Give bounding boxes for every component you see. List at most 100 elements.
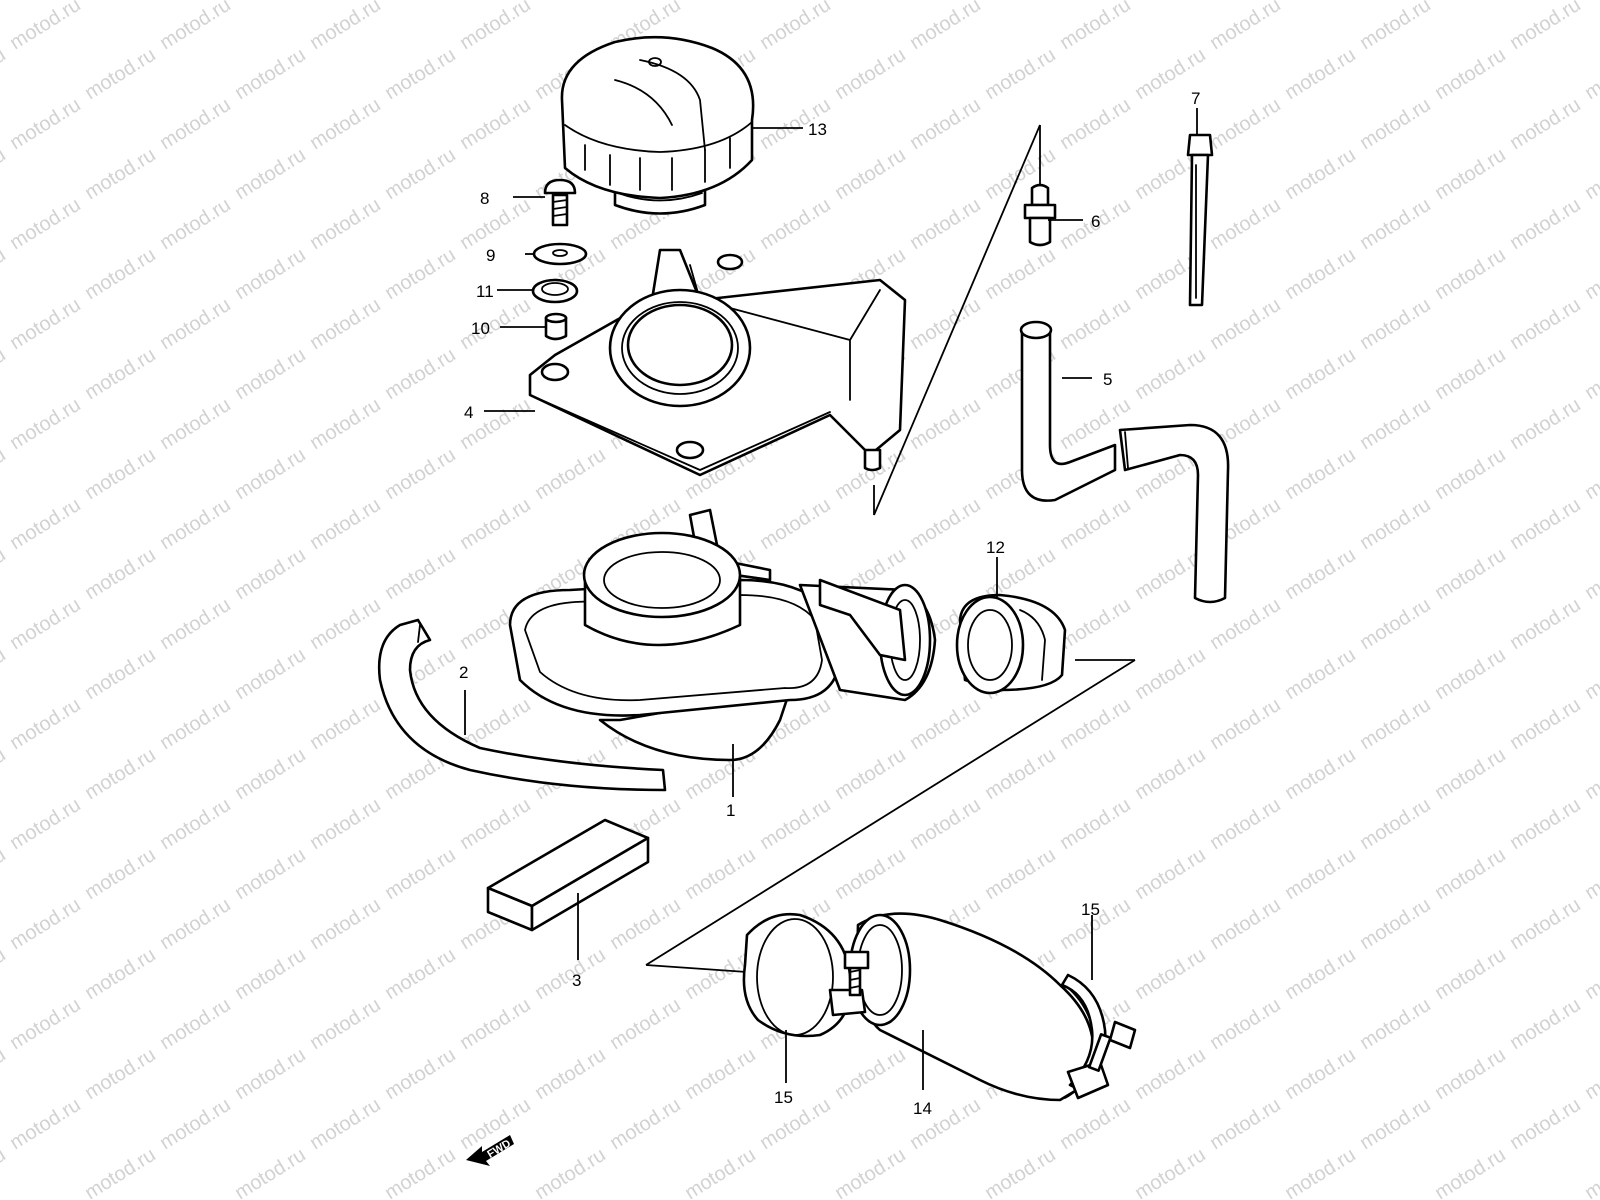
watermark-text: motod.ru — [1131, 944, 1210, 1004]
watermark-text: motod.ru — [756, 1094, 835, 1154]
watermark-text: motod.ru — [1281, 144, 1360, 204]
watermark-text: motod.ru — [381, 144, 460, 204]
watermark-text: motod.ru — [81, 944, 160, 1004]
watermark-text: motod.ru — [1581, 544, 1600, 604]
watermark-text: motod.ru — [1281, 0, 1360, 4]
watermark-text: motod.ru — [0, 44, 10, 104]
watermark-text: motod.ru — [1431, 544, 1510, 604]
watermark-text: motod.ru — [1356, 394, 1435, 454]
watermark-text: motod.ru — [531, 1144, 610, 1200]
callout-11: 11 — [476, 282, 494, 301]
watermark-text: motod.ru — [6, 694, 85, 754]
callout-5: 5 — [1103, 370, 1112, 389]
watermark-text: motod.ru — [381, 44, 460, 104]
watermark-text: motod.ru — [1056, 1194, 1135, 1200]
watermark-text: motod.ru — [456, 294, 535, 354]
watermark-text: motod.ru — [381, 244, 460, 304]
watermark-text: motod.ru — [1281, 1044, 1360, 1104]
watermark-text: motod.ru — [6, 1094, 85, 1154]
watermark-text: motod.ru — [906, 0, 985, 54]
watermark-text: motod.ru — [606, 994, 685, 1054]
watermark-text: motod.ru — [381, 0, 460, 4]
watermark-text: motod.ru — [1506, 694, 1585, 754]
watermark-text: motod.ru — [531, 444, 610, 504]
watermark-text: motod.ru — [6, 594, 85, 654]
callout-3: 3 — [572, 971, 581, 990]
callout-2: 2 — [459, 663, 468, 682]
watermark-text: motod.ru — [1206, 94, 1285, 154]
watermark-text: motod.ru — [1581, 944, 1600, 1004]
watermark-text: motod.ru — [1131, 744, 1210, 804]
watermark-text: motod.ru — [1506, 0, 1585, 54]
watermark-text: motod.ru — [1206, 194, 1285, 254]
watermark-text: motod.ru — [1281, 944, 1360, 1004]
watermark-text: motod.ru — [306, 494, 385, 554]
watermark-text: motod.ru — [156, 294, 235, 354]
watermark-text: motod.ru — [306, 894, 385, 954]
mounting-bracket — [528, 248, 907, 477]
watermark-text: motod.ru — [6, 94, 85, 154]
watermark-text: motod.ru — [531, 1044, 610, 1104]
watermark-text: motod.ru — [231, 0, 310, 4]
watermark-text: motod.ru — [1206, 694, 1285, 754]
watermark-text: motod.ru — [1056, 1094, 1135, 1154]
watermark-text: motod.ru — [0, 1144, 10, 1200]
watermark-text: motod.ru — [1206, 594, 1285, 654]
watermark-text: motod.ru — [81, 744, 160, 804]
watermark-text: motod.ru — [756, 1194, 835, 1200]
watermark-text: motod.ru — [456, 94, 535, 154]
watermark-text: motod.ru — [756, 0, 835, 54]
watermark-text: motod.ru — [381, 544, 460, 604]
watermark-text: motod.ru — [1206, 1194, 1285, 1200]
watermark-text: motod.ru — [81, 344, 160, 404]
hose-joint — [1023, 183, 1057, 247]
watermark-text: motod.ru — [381, 844, 460, 904]
watermark-text: motod.ru — [681, 0, 760, 4]
watermark-text: motod.ru — [0, 844, 10, 904]
watermark-text: motod.ru — [1131, 844, 1210, 904]
watermark-text: motod.ru — [1506, 194, 1585, 254]
sleeve — [955, 593, 1067, 695]
watermark-text: motod.ru — [156, 494, 235, 554]
watermark-text: motod.ru — [456, 0, 535, 54]
filler-cap — [560, 35, 755, 215]
watermark-text: motod.ru — [1356, 894, 1435, 954]
watermark-text: motod.ru — [981, 844, 1060, 904]
watermark-text: motod.ru — [681, 1044, 760, 1104]
watermark-text: motod.ru — [81, 0, 160, 4]
watermark-text: motod.ru — [1431, 44, 1510, 104]
watermark-text: motod.ru — [156, 1094, 235, 1154]
watermark-text: motod.ru — [306, 194, 385, 254]
watermark-text: motod.ru — [906, 1194, 985, 1200]
watermark-text: motod.ru — [1356, 994, 1435, 1054]
watermark-text: motod.ru — [1581, 1044, 1600, 1104]
watermark-text: motod.ru — [981, 1144, 1060, 1200]
watermark-text: motod.ru — [831, 1044, 910, 1104]
watermark-text: motod.ru — [231, 144, 310, 204]
watermark-text: motod.ru — [756, 494, 835, 554]
hose-clamp-right — [1060, 973, 1137, 1100]
watermark-text: motod.ru — [231, 744, 310, 804]
watermark-text: motod.ru — [756, 194, 835, 254]
callout-7: 7 — [1191, 89, 1200, 108]
watermark-text: motod.ru — [1131, 0, 1210, 4]
callout-15-right: 15 — [1081, 900, 1100, 919]
watermark-text: motod.ru — [906, 94, 985, 154]
watermark-text: motod.ru — [6, 0, 85, 54]
watermark-text: motod.ru — [381, 1144, 460, 1200]
watermark-text: motod.ru — [156, 394, 235, 454]
watermark-text: motod.ru — [306, 694, 385, 754]
watermark-text: motod.ru — [6, 194, 85, 254]
watermark-text: motod.ru — [1581, 744, 1600, 804]
watermark-text: motod.ru — [1506, 394, 1585, 454]
watermark-text: motod.ru — [906, 294, 985, 354]
watermark-text: motod.ru — [381, 444, 460, 504]
watermark-text: motod.ru — [1206, 894, 1285, 954]
watermark-text: motod.ru — [606, 1094, 685, 1154]
watermark-text: motod.ru — [1506, 494, 1585, 554]
watermark-text: motod.ru — [306, 594, 385, 654]
watermark-text: motod.ru — [1581, 444, 1600, 504]
watermark-text: motod.ru — [0, 0, 10, 4]
watermark-text: motod.ru — [1056, 494, 1135, 554]
watermark-text: motod.ru — [756, 794, 835, 854]
